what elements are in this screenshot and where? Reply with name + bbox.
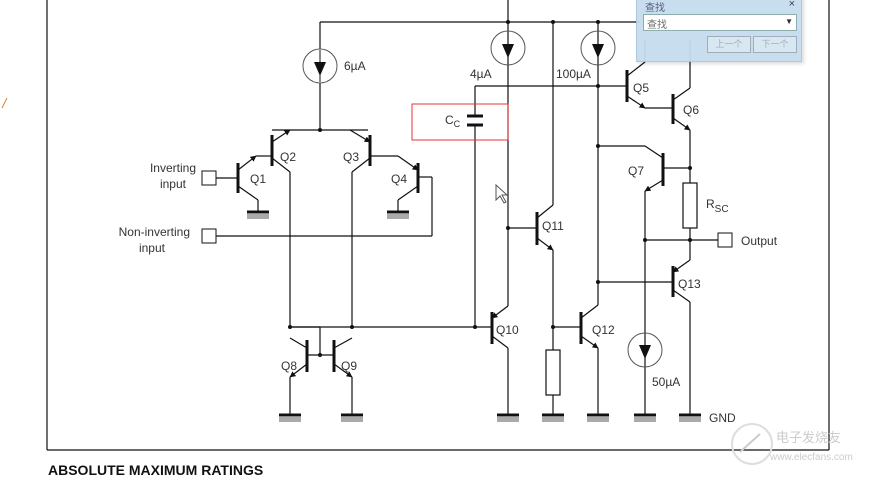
mouse-cursor-icon — [495, 183, 509, 204]
label-gnd: GND — [709, 411, 736, 425]
find-dialog-title: 查找 — [645, 3, 665, 14]
label-q2: Q2 — [280, 150, 296, 164]
label-inverting: Inverting — [150, 161, 196, 175]
current-source-4ua — [490, 30, 526, 66]
label-q1: Q1 — [250, 172, 266, 186]
stray-mark — [1, 97, 8, 109]
label-q6: Q6 — [683, 103, 699, 117]
watermark-url: www.elecfans.com — [769, 452, 853, 463]
find-dialog: 查找 × 查找 ▼ 上一个 下一个 — [636, 0, 802, 62]
label-100ua: 100µA — [556, 67, 591, 81]
close-icon[interactable]: × — [788, 0, 795, 10]
label-q4: Q4 — [391, 172, 407, 186]
dropdown-arrow-icon[interactable]: ▼ — [785, 17, 793, 26]
ground-symbols — [245, 210, 703, 424]
output-pin — [717, 232, 733, 248]
label-q8: Q8 — [281, 359, 297, 373]
junction-dots — [288, 20, 692, 357]
inverting-input-pin — [201, 170, 217, 186]
label-cc: CC — [445, 113, 461, 129]
label-q13: Q13 — [678, 277, 701, 291]
label-noninverting-2: input — [139, 241, 166, 255]
label-inverting-2: input — [160, 177, 187, 191]
find-previous-button[interactable]: 上一个 — [707, 36, 751, 53]
label-q3: Q3 — [343, 150, 359, 164]
cc-highlight-box — [411, 103, 509, 141]
label-4ua: 4µA — [470, 67, 492, 81]
label-q7: Q7 — [628, 164, 644, 178]
current-source-6ua — [302, 48, 338, 84]
label-50ua: 50µA — [652, 375, 680, 389]
find-search-value: 查找 — [647, 20, 667, 31]
section-heading: ABSOLUTE MAXIMUM RATINGS — [48, 462, 264, 478]
label-q5: Q5 — [633, 81, 649, 95]
find-next-button[interactable]: 下一个 — [753, 36, 797, 53]
label-output: Output — [741, 234, 778, 248]
label-rsc: RSC — [706, 197, 729, 215]
label-q11: Q11 — [542, 219, 564, 233]
watermark-logo: 电子发烧友 www.elecfans.com — [731, 423, 853, 465]
noninverting-input-pin — [201, 228, 217, 244]
label-q9: Q9 — [341, 359, 357, 373]
watermark-text: 电子发烧友 — [776, 430, 841, 445]
find-search-combo[interactable]: 查找 ▼ — [643, 14, 797, 31]
label-noninverting: Non-inverting — [119, 225, 190, 239]
label-6ua: 6µA — [344, 59, 366, 73]
label-q12: Q12 — [592, 323, 615, 337]
label-q10: Q10 — [496, 323, 519, 337]
current-source-100ua — [580, 30, 616, 66]
current-source-50ua — [627, 332, 663, 368]
